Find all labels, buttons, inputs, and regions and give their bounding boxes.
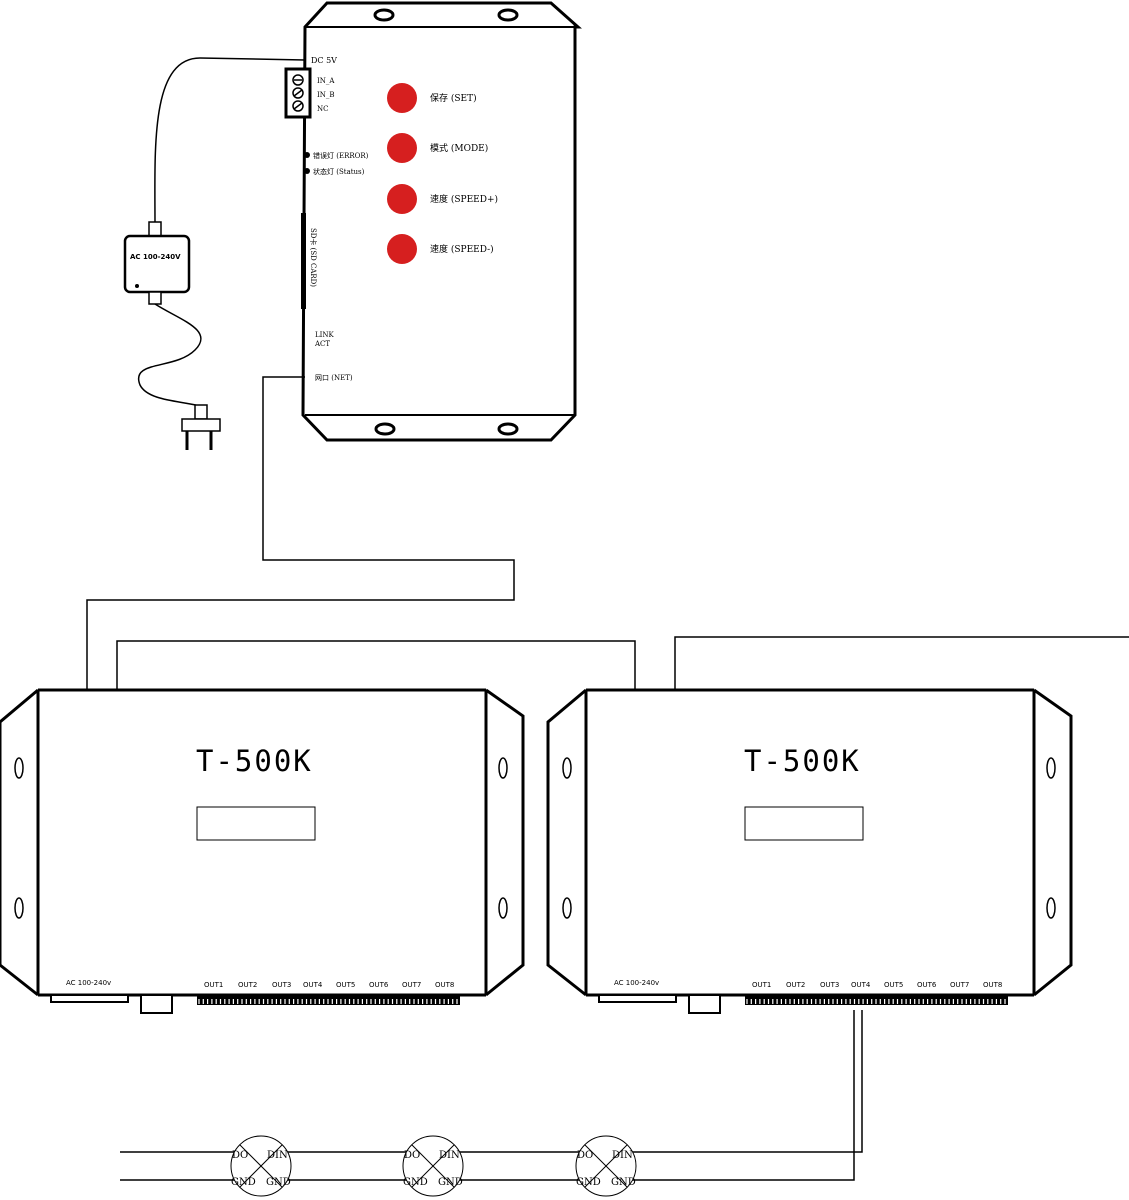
din-label: DIN bbox=[267, 1150, 288, 1161]
mount-hole bbox=[498, 757, 508, 779]
output-label: OUT6 bbox=[369, 981, 389, 989]
sd-card-label: SD卡 (SD CARD) bbox=[309, 228, 318, 287]
output-label: OUT2 bbox=[786, 981, 805, 989]
error-led-label: 错误灯 (ERROR) bbox=[313, 151, 369, 160]
din-label: DIN bbox=[612, 1150, 633, 1161]
output-label: OUT1 bbox=[752, 981, 771, 989]
output-label: OUT3 bbox=[820, 981, 839, 989]
gnd-right-label: GND bbox=[438, 1177, 463, 1188]
terminal-in-b-label: IN_B bbox=[317, 91, 335, 99]
speed-down-button-label: 速度 (SPEED-) bbox=[430, 243, 494, 255]
t500k-units: T-500K AC 100-240v OUT1 OUT2 OUT3 OUT4 OUT5 OUT… bbox=[0, 688, 1073, 1014]
gnd-right-label: GND bbox=[266, 1177, 291, 1188]
link-label: LINK bbox=[315, 331, 335, 339]
terminal-nc-label: NC bbox=[317, 105, 328, 113]
do-label: DO bbox=[404, 1150, 420, 1161]
status-led bbox=[304, 168, 310, 174]
output-label: OUT7 bbox=[950, 981, 969, 989]
adapter-label: AC 100-240V bbox=[130, 253, 181, 261]
status-led-label: 状态灯 (Status) bbox=[313, 167, 365, 176]
do-label: DO bbox=[232, 1150, 248, 1161]
output-label: OUT5 bbox=[336, 981, 355, 989]
output-label: OUT8 bbox=[983, 981, 1002, 989]
led-nodes: DO DIN GND GND DO DIN GND GND DO DIN GND GND bbox=[230, 1135, 637, 1197]
mount-hole bbox=[498, 897, 508, 919]
sd-card-slot bbox=[301, 213, 306, 309]
network-cables bbox=[86, 376, 1129, 690]
power-adapter: AC 100-240V bbox=[123, 57, 306, 450]
output-label: OUT2 bbox=[238, 981, 257, 989]
set-button[interactable] bbox=[387, 83, 417, 113]
set-button-label: 保存 (SET) bbox=[430, 92, 477, 104]
t500k-unit: T-500K AC 100-240v OUT1 OUT2 OUT3 OUT4 OUT5 OUT… bbox=[546, 688, 1073, 1014]
terminal-block bbox=[284, 67, 312, 119]
mount-hole bbox=[1046, 757, 1056, 779]
output-label: OUT3 bbox=[272, 981, 291, 989]
mount-hole bbox=[14, 757, 24, 779]
output-label: OUT6 bbox=[917, 981, 937, 989]
act-label: ACT bbox=[314, 340, 330, 348]
mount-hole bbox=[374, 422, 396, 436]
gnd-left-label: GND bbox=[403, 1177, 428, 1188]
do-label: DO bbox=[577, 1150, 593, 1161]
led-node: DO DIN GND GND bbox=[230, 1135, 292, 1197]
error-led bbox=[304, 152, 310, 158]
mode-button-label: 模式 (MODE) bbox=[430, 142, 488, 154]
output-label: OUT4 bbox=[851, 981, 871, 989]
dc-label: DC 5V bbox=[311, 56, 337, 65]
led-strip-wiring bbox=[120, 1010, 863, 1181]
output-label: OUT1 bbox=[204, 981, 223, 989]
speed-up-button-label: 速度 (SPEED+) bbox=[430, 193, 498, 205]
din-label: DIN bbox=[439, 1150, 460, 1161]
ac-connector bbox=[598, 994, 677, 1003]
power-switch bbox=[140, 994, 173, 1014]
sd-controller: DC 5V IN_A IN_B NC 错误灯 (ERROR) 状态灯 (Stat… bbox=[284, 1, 582, 442]
mount-hole bbox=[497, 422, 519, 436]
power-switch bbox=[688, 994, 721, 1014]
ac-input-label: AC 100-240v bbox=[614, 979, 659, 987]
output-label: OUT4 bbox=[303, 981, 323, 989]
output-label: OUT8 bbox=[435, 981, 454, 989]
mode-button[interactable] bbox=[387, 133, 417, 163]
gnd-right-label: GND bbox=[611, 1177, 636, 1188]
speed-up-button[interactable] bbox=[387, 184, 417, 214]
mount-hole bbox=[14, 897, 24, 919]
terminal-in-a-label: IN_A bbox=[317, 77, 335, 85]
mount-hole bbox=[497, 8, 519, 22]
led-node: DO DIN GND GND bbox=[575, 1135, 637, 1197]
mount-hole bbox=[373, 8, 395, 22]
t500k-unit: T-500K AC 100-240v OUT1 OUT2 OUT3 OUT4 OUT5 OUT… bbox=[0, 688, 525, 1014]
ac-input-label: AC 100-240v bbox=[66, 979, 111, 987]
output-label: OUT7 bbox=[402, 981, 421, 989]
output-label: OUT5 bbox=[884, 981, 903, 989]
ac-connector bbox=[50, 994, 129, 1003]
mount-hole bbox=[562, 757, 572, 779]
speed-down-button[interactable] bbox=[387, 234, 417, 264]
gnd-left-label: GND bbox=[576, 1177, 601, 1188]
mount-hole bbox=[562, 897, 572, 919]
net-port-label: 网口 (NET) bbox=[315, 374, 353, 382]
display-window bbox=[744, 806, 864, 841]
gnd-left-label: GND bbox=[231, 1177, 256, 1188]
mount-hole bbox=[1046, 897, 1056, 919]
model-label: T-500K bbox=[744, 744, 861, 778]
led-node: DO DIN GND GND bbox=[402, 1135, 464, 1197]
display-window bbox=[196, 806, 316, 841]
model-label: T-500K bbox=[196, 744, 313, 778]
plug-icon bbox=[181, 404, 221, 450]
